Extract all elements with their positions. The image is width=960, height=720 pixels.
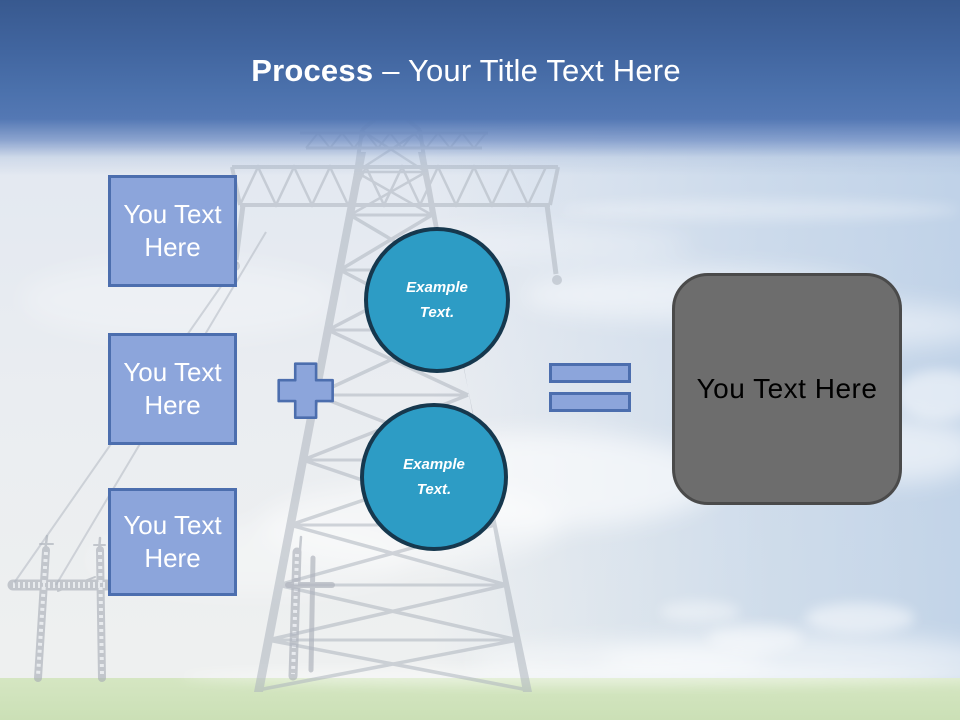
equals-bar-top <box>549 363 631 383</box>
input-box-1: You Text Here <box>108 175 237 287</box>
example-circle-1: Example Text. <box>364 227 510 373</box>
input-box-3: You Text Here <box>108 488 237 596</box>
input-box-2-line2: Here <box>144 390 201 420</box>
input-box-2: You Text Here <box>108 333 237 445</box>
input-box-2-line1: You Text <box>123 357 222 387</box>
result-box-label: You Text Here <box>696 373 878 404</box>
input-box-1-line2: Here <box>144 232 201 262</box>
equals-icon <box>549 363 631 412</box>
example-circle-2-line1: Example <box>403 456 465 473</box>
title-keyword: Process <box>251 53 374 88</box>
title-rest: – Your Title Text Here <box>382 53 681 88</box>
slide-title: Process– Your Title Text Here <box>0 52 960 90</box>
example-circle-1-line2: Text. <box>419 304 455 321</box>
input-box-3-line2: Here <box>144 543 201 573</box>
example-circle-2: Example Text. <box>360 403 508 551</box>
plus-icon <box>277 362 334 419</box>
input-box-1-line1: You Text <box>123 199 222 229</box>
result-box: You Text Here <box>672 273 902 505</box>
example-circle-1-line1: Example <box>406 279 468 296</box>
equals-bar-bottom <box>549 392 631 412</box>
example-circle-2-line2: Text. <box>416 481 452 498</box>
input-box-3-line1: You Text <box>123 510 222 540</box>
